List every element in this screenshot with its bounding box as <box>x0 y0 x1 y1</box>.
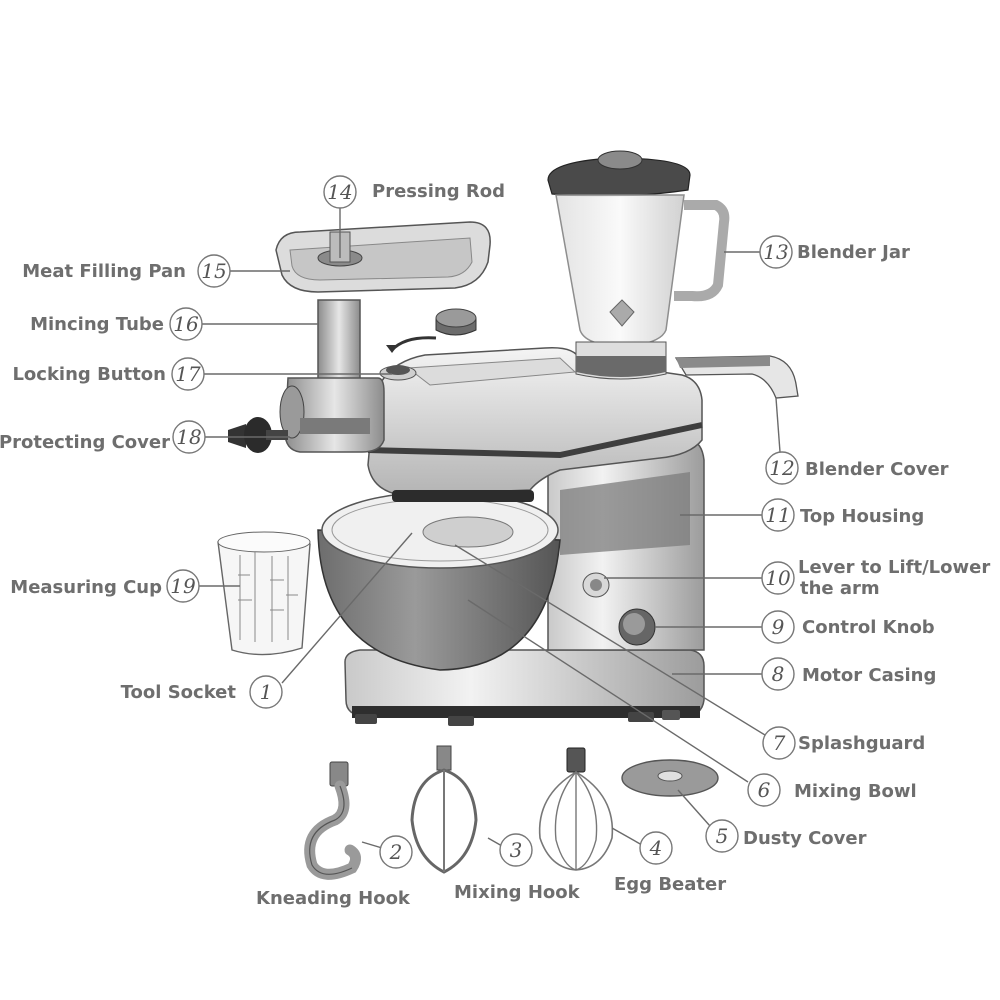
label-pressing-rod: Pressing Rod <box>372 181 505 202</box>
callout-number-9: 9 <box>761 610 795 644</box>
svg-text:1: 1 <box>260 680 273 704</box>
svg-text:8: 8 <box>772 662 785 686</box>
label-mixing-hook: Mixing Hook <box>454 882 581 903</box>
label-tool-socket: Tool Socket <box>121 682 237 703</box>
callout-number-5: 5 <box>705 819 739 853</box>
callout-number-2: 2 <box>379 835 413 869</box>
leader-lines <box>199 208 781 849</box>
callout-number-8: 8 <box>761 657 795 691</box>
label-lever-line1: Lever to Lift/Lower <box>798 557 990 578</box>
svg-text:11: 11 <box>765 503 790 527</box>
mixing-bowl <box>317 529 561 671</box>
svg-text:6: 6 <box>758 778 771 802</box>
control-knob <box>618 608 656 646</box>
svg-text:3: 3 <box>510 838 523 862</box>
kneading-hook <box>304 761 361 880</box>
label-blender-cover: Blender Cover <box>805 459 949 480</box>
label-mincing-tube: Mincing Tube <box>30 314 164 335</box>
number-bubbles: 14 15 16 17 18 19 13 12 <box>166 175 799 869</box>
callout-number-10: 10 <box>761 561 795 595</box>
dusty-cover <box>621 759 719 797</box>
label-kneading-hook: Kneading Hook <box>256 888 411 909</box>
mixing-hook <box>410 745 478 874</box>
label-splashguard: Splashguard <box>798 733 925 754</box>
svg-text:9: 9 <box>772 615 785 639</box>
callout-number-3: 3 <box>499 833 533 867</box>
svg-text:13: 13 <box>763 240 788 264</box>
svg-text:12: 12 <box>769 456 794 480</box>
blender-cover <box>674 355 799 399</box>
callout-number-18: 18 <box>172 420 206 454</box>
callout-number-7: 7 <box>762 726 796 760</box>
label-dusty-cover: Dusty Cover <box>743 828 867 849</box>
svg-text:19: 19 <box>170 574 196 598</box>
meat-grinder <box>275 221 491 453</box>
part-labels: Pressing Rod Meat Filling Pan Mincing Tu… <box>0 181 990 909</box>
label-control-knob: Control Knob <box>802 617 935 638</box>
label-blender-jar: Blender Jar <box>797 242 910 263</box>
label-measuring-cup: Measuring Cup <box>10 577 162 598</box>
callout-number-15: 15 <box>197 254 231 288</box>
label-protecting-cover: Protecting Cover <box>0 432 170 453</box>
svg-text:7: 7 <box>773 731 786 755</box>
label-top-housing: Top Housing <box>800 506 924 527</box>
label-motor-casing: Motor Casing <box>802 665 936 686</box>
svg-text:2: 2 <box>389 840 403 864</box>
svg-text:15: 15 <box>201 259 226 283</box>
label-mixing-bowl: Mixing Bowl <box>794 781 917 802</box>
mincing-tube <box>317 299 361 381</box>
callout-number-1: 1 <box>249 675 283 709</box>
callout-number-16: 16 <box>169 307 203 341</box>
label-locking-button: Locking Button <box>12 364 166 385</box>
stand-mixer <box>317 308 705 726</box>
callout-number-17: 17 <box>171 357 205 391</box>
callout-number-4: 4 <box>639 831 673 865</box>
svg-text:10: 10 <box>765 566 791 590</box>
locking-button <box>379 365 417 381</box>
label-meat-filling-pan: Meat Filling Pan <box>22 261 186 282</box>
svg-text:4: 4 <box>649 836 663 860</box>
callout-number-19: 19 <box>166 569 200 603</box>
svg-text:14: 14 <box>327 180 352 204</box>
outlet-cap <box>435 308 477 336</box>
egg-beater <box>538 747 614 871</box>
lift-lever <box>582 572 610 598</box>
blender-handle <box>674 200 730 302</box>
callout-number-6: 6 <box>747 773 781 807</box>
svg-text:5: 5 <box>716 824 729 848</box>
blender <box>547 150 730 380</box>
grinder-mouth <box>279 385 305 439</box>
callout-number-13: 13 <box>759 235 793 269</box>
label-lever-line2: the arm <box>800 578 880 599</box>
svg-text:17: 17 <box>175 362 201 386</box>
svg-text:18: 18 <box>176 425 201 449</box>
callout-number-14: 14 <box>323 175 357 209</box>
label-egg-beater: Egg Beater <box>614 874 726 895</box>
callout-number-12: 12 <box>765 451 799 485</box>
protecting-cover <box>228 417 288 453</box>
measuring-cup <box>217 531 311 656</box>
svg-text:16: 16 <box>173 312 199 336</box>
callout-number-11: 11 <box>761 498 795 532</box>
